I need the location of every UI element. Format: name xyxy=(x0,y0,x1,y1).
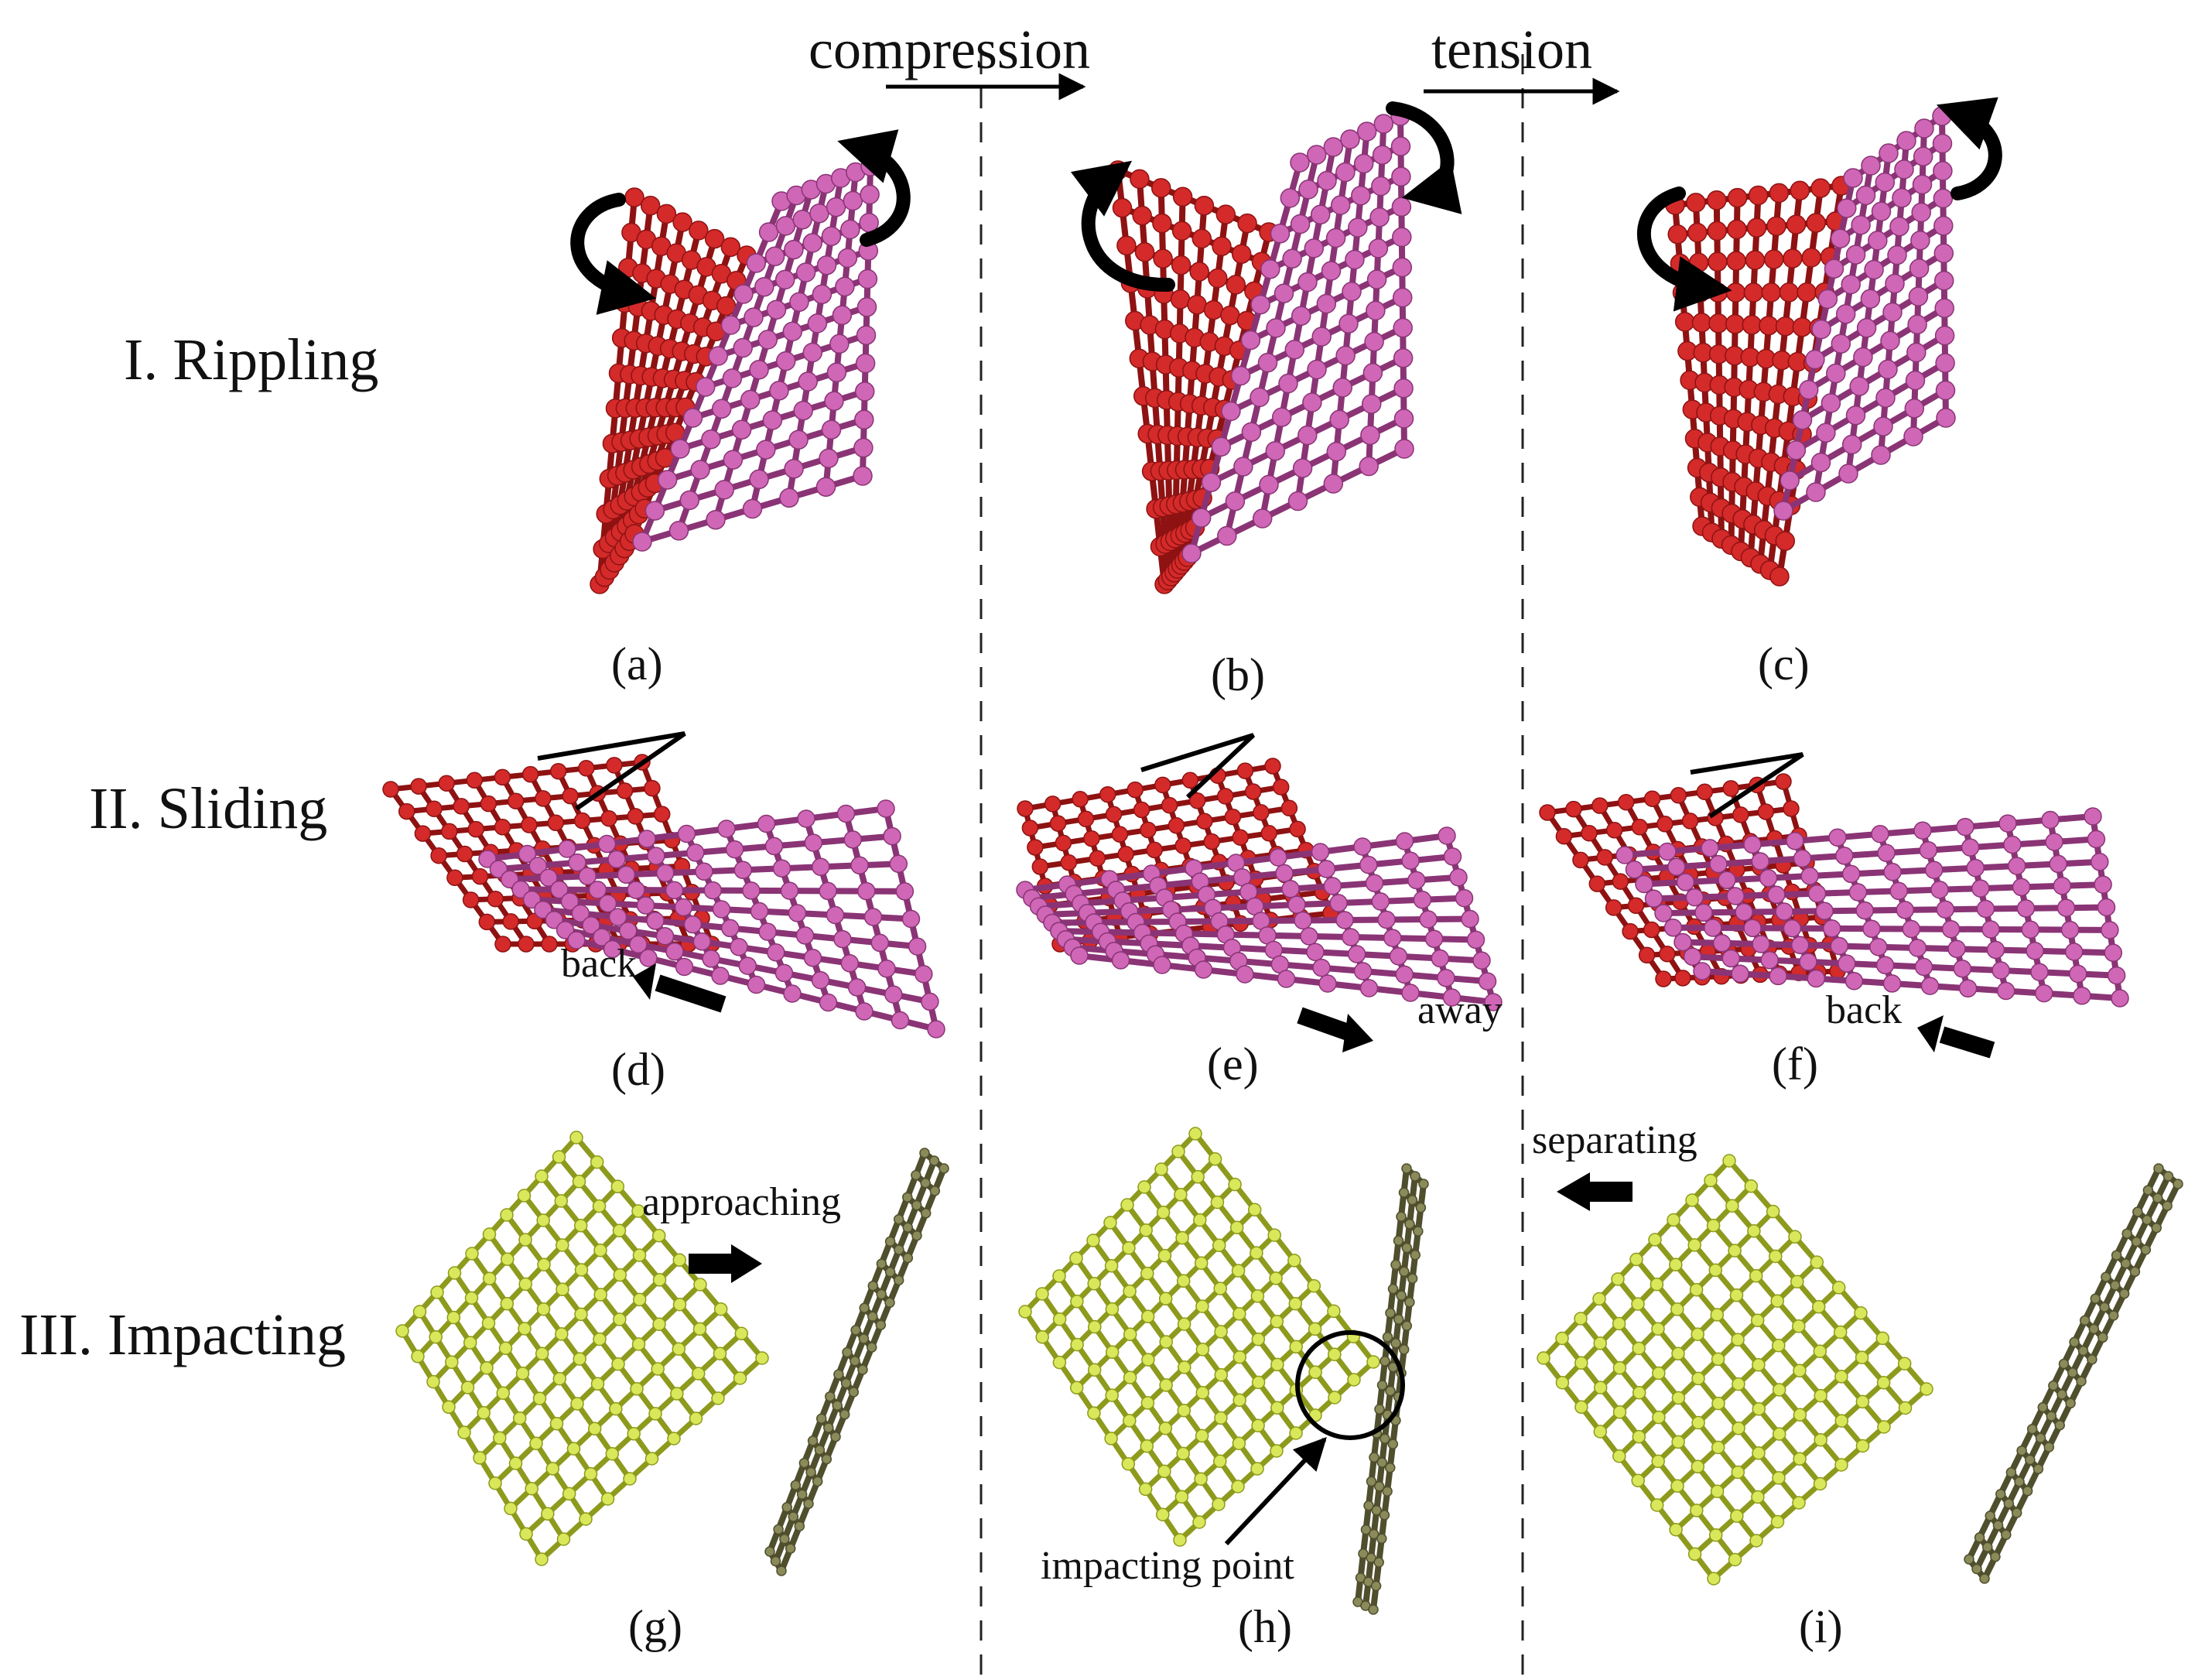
sliding-panel-e xyxy=(1016,758,1503,1011)
impact-circle xyxy=(1295,1330,1405,1440)
separating-arrow xyxy=(1557,1172,1633,1211)
sheet-olive xyxy=(1964,1163,2183,1584)
sheet-olive xyxy=(1352,1163,1429,1615)
row-title-rippling: I. Rippling xyxy=(124,327,378,392)
away-arrow-e xyxy=(1297,1007,1373,1052)
rippling-panel-c xyxy=(1665,106,1956,587)
panel-label-e: (e) xyxy=(1207,1038,1259,1090)
annotation-away-e: away xyxy=(1417,988,1503,1032)
annotation-separating: separating xyxy=(1532,1118,1697,1162)
sheet-yellow xyxy=(1018,1127,1380,1547)
annotation-impacting-point: impacting point xyxy=(1041,1544,1294,1588)
row-title-sliding: II. Sliding xyxy=(89,776,327,841)
panel-label-a: (a) xyxy=(611,638,663,689)
sheet-pink xyxy=(1181,106,1414,563)
sheet-pink xyxy=(1016,826,1503,1011)
sheet-pink xyxy=(632,156,880,552)
sheet-pink xyxy=(1615,807,2129,1008)
impacting-panel-i xyxy=(1537,1154,2183,1586)
impacting-panel-g xyxy=(395,1131,949,1576)
approaching-arrow xyxy=(689,1244,762,1283)
sheet-red xyxy=(1108,160,1279,594)
sheet-olive xyxy=(764,1148,949,1576)
rippling-panel-b xyxy=(1108,106,1414,594)
panel-label-i: (i) xyxy=(1799,1601,1843,1652)
sliding-panel-d xyxy=(382,754,945,1038)
annotation-back-d: back xyxy=(561,942,637,986)
annotation-approaching: approaching xyxy=(642,1180,841,1224)
rotation-arrows-b xyxy=(1070,101,1462,293)
header-tension: tension xyxy=(1431,19,1592,80)
rotation-arrows-a xyxy=(570,129,911,315)
sheet-yellow xyxy=(395,1131,769,1566)
angle-marker-d xyxy=(537,731,686,811)
panel-label-c: (c) xyxy=(1758,638,1810,689)
sheet-red xyxy=(1665,176,1851,587)
back-arrow-f xyxy=(1917,1015,1995,1059)
panel-label-b: (b) xyxy=(1211,649,1265,700)
angle-marker-e xyxy=(1140,733,1256,799)
row-title-impacting: III. Impacting xyxy=(19,1302,346,1367)
impact-pointer-arrow xyxy=(1224,1436,1327,1546)
sheet-yellow xyxy=(1537,1154,1933,1586)
back-arrow-d xyxy=(633,963,727,1013)
panel-label-d: (d) xyxy=(611,1044,665,1095)
sheet-pink xyxy=(1773,106,1956,521)
panel-label-g: (g) xyxy=(628,1601,682,1652)
sliding-panel-f xyxy=(1539,773,2129,1008)
header-compression: compression xyxy=(809,19,1090,80)
panel-label-f: (f) xyxy=(1772,1038,1818,1090)
annotation-back-f: back xyxy=(1826,988,1902,1032)
panel-label-h: (h) xyxy=(1238,1601,1292,1652)
impacting-panel-h xyxy=(1018,1127,1429,1615)
sheet-pink xyxy=(478,799,945,1038)
angle-marker-f xyxy=(1690,752,1804,819)
rotation-arrows-c xyxy=(1636,97,2002,312)
rippling-panel-a xyxy=(590,156,880,594)
